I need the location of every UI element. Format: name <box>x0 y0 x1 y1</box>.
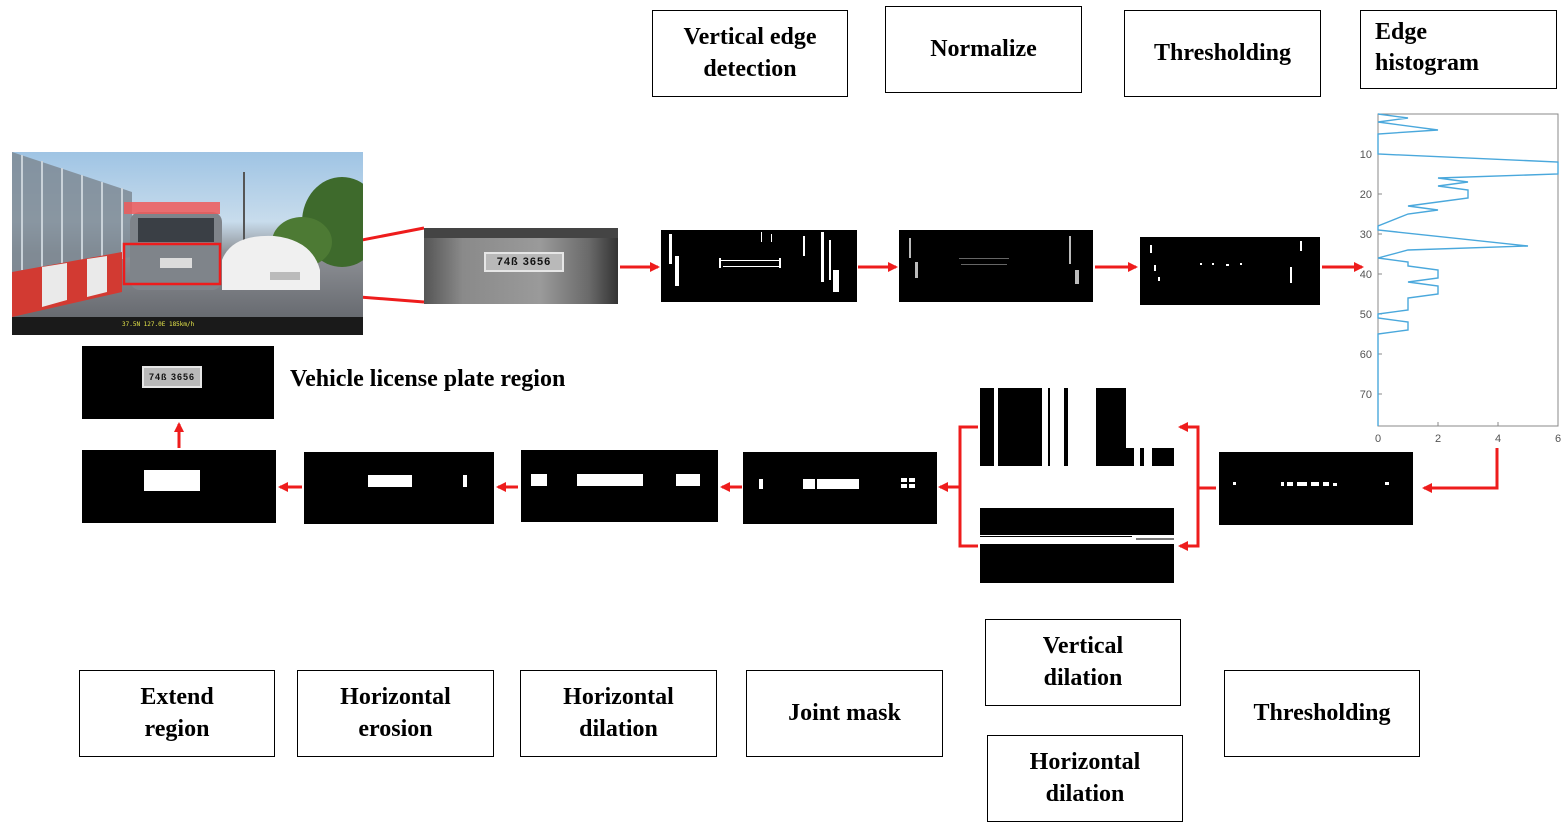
extend-region-image <box>82 450 276 523</box>
plate-region-image: 74ß 3656 <box>82 346 274 419</box>
y-tick-label: 70 <box>1360 389 1372 401</box>
y-tick-label: 40 <box>1360 269 1372 281</box>
step-thresholding-top: Thresholding <box>1124 10 1321 97</box>
vehicle-license-plate-region-label: Vehicle license plate region <box>290 366 566 392</box>
dashcam-source-image: 37.5N 127.0E 185km/h <box>12 152 363 335</box>
y-tick-label: 30 <box>1360 229 1372 241</box>
joint-mask-image <box>743 452 937 524</box>
y-tick-label: 10 <box>1360 149 1372 161</box>
horizontal-dilation-image-2 <box>980 508 1174 583</box>
x-tick-label: 6 <box>1555 433 1561 445</box>
step-normalize: Normalize <box>885 6 1082 93</box>
x-tick-label: 2 <box>1435 433 1441 445</box>
svg-text:37.5N 127.0E 185km/h: 37.5N 127.0E 185km/h <box>122 321 195 328</box>
step-horizontal-erosion: Horizontal erosion <box>297 670 494 757</box>
step-horizontal-dilation: Horizontal dilation <box>520 670 717 757</box>
threshold-image-bottom <box>1219 452 1413 525</box>
license-plate-crop: 74ß 3656 <box>484 252 564 272</box>
license-plate-result: 74ß 3656 <box>142 366 202 388</box>
arrow-histogram-to-threshold <box>1422 448 1499 493</box>
x-tick-label: 0 <box>1375 433 1381 445</box>
edge-histogram-chart: 10 20 30 40 50 60 70 0 2 4 6 <box>1360 113 1561 445</box>
threshold-image-top <box>1140 237 1320 305</box>
y-tick-label: 20 <box>1360 189 1372 201</box>
step-vertical-edge-detection: Vertical edge detection <box>652 10 848 97</box>
y-tick-label: 60 <box>1360 349 1372 361</box>
arrow-fork-right <box>1178 422 1216 490</box>
horizontal-dilation-image <box>521 450 718 522</box>
step-vertical-dilation: Vertical dilation <box>985 619 1181 706</box>
normalize-image <box>899 230 1093 302</box>
horizontal-erosion-image <box>304 452 494 524</box>
vertical-dilation-image <box>980 388 1174 466</box>
step-horizontal-dilation-2: Horizontal dilation <box>987 735 1183 822</box>
step-joint-mask: Joint mask <box>746 670 943 757</box>
histogram-line <box>1377 113 1559 426</box>
step-extend-region: Extend region <box>79 670 275 757</box>
arrow-fork-right-lower <box>1178 488 1200 551</box>
y-tick-label: 50 <box>1360 309 1372 321</box>
cropped-vehicle-image: 74ß 3656 <box>424 228 618 304</box>
x-tick-label: 4 <box>1495 433 1501 445</box>
step-thresholding-bottom: Thresholding <box>1224 670 1420 757</box>
arrow-join-left <box>958 425 978 548</box>
vertical-edge-image <box>661 230 857 302</box>
step-edge-histogram: Edge histogram <box>1360 10 1557 89</box>
histogram-axes-box <box>1377 113 1559 427</box>
